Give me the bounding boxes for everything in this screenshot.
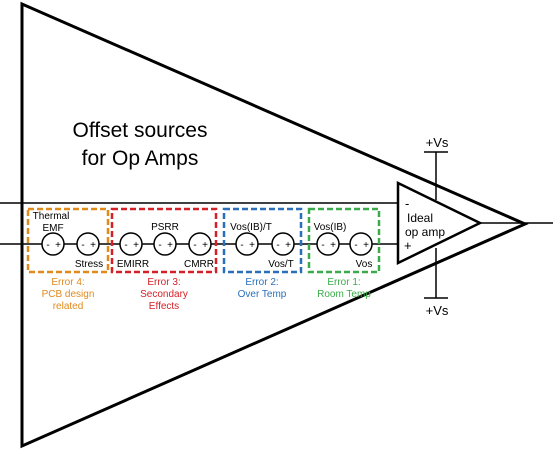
label-vos-ib: Vos(IB)	[314, 222, 347, 233]
error4-box	[26, 207, 110, 274]
label-cmrr: CMRR	[184, 259, 214, 270]
source-plus-sign: +	[202, 240, 208, 251]
source-minus-sign: -	[276, 240, 279, 251]
error1-caption-line2: Room Temp	[317, 289, 371, 300]
error1-caption-line1: Error 1:	[327, 277, 360, 288]
source-thermal-emf: - +	[41, 232, 65, 256]
bottom-supply-label: +Vs	[426, 303, 449, 318]
opamp-plus-sign: +	[404, 238, 412, 253]
source-vos-ib-t: - +	[235, 232, 259, 256]
title-line1: Offset sources	[72, 119, 207, 142]
source-plus-sign: +	[167, 240, 173, 251]
error4-caption-line3: related	[53, 301, 84, 312]
error4-caption-line2: PCB design	[42, 289, 95, 300]
error4-caption-line1: Error 4:	[51, 277, 84, 288]
source-minus-sign: -	[321, 240, 324, 251]
source-stress: - +	[76, 232, 100, 256]
label-emf: EMF	[42, 223, 63, 234]
source-minus-sign: -	[46, 240, 49, 251]
source-plus-sign: +	[249, 240, 255, 251]
label-vos-t: Vos/T	[268, 259, 294, 270]
source-vos: - +	[349, 232, 373, 256]
label-stress: Stress	[75, 259, 103, 270]
source-emirr: - +	[119, 232, 143, 256]
source-minus-sign: -	[124, 240, 127, 251]
opamp-label-line2: op amp	[405, 225, 445, 239]
top-supply-label: +Vs	[426, 135, 449, 150]
title-line2: for Op Amps	[82, 147, 199, 170]
source-minus-sign: -	[158, 240, 161, 251]
source-psrr: - +	[153, 232, 177, 256]
source-minus-sign: -	[354, 240, 357, 251]
source-minus-sign: -	[240, 240, 243, 251]
source-plus-sign: +	[90, 240, 96, 251]
source-minus-sign: -	[81, 240, 84, 251]
ideal-opamp-triangle	[396, 180, 483, 266]
opamp-label-line1: Ideal	[407, 211, 433, 225]
error3-caption-line2: Secondary	[140, 289, 188, 300]
source-plus-sign: +	[55, 240, 61, 251]
source-plus-sign: +	[133, 240, 139, 251]
error3-caption-line1: Error 3:	[147, 277, 180, 288]
source-vos-t: - +	[271, 232, 295, 256]
source-vos-ib: - +	[316, 232, 340, 256]
error2-box	[222, 207, 303, 274]
source-plus-sign: +	[363, 240, 369, 251]
error2-caption-line2: Over Temp	[238, 289, 287, 300]
error3-caption-line3: Effects	[149, 301, 179, 312]
source-minus-sign: -	[193, 240, 196, 251]
error3-box	[110, 207, 218, 274]
error1-box	[307, 207, 381, 274]
label-psrr: PSRR	[151, 222, 179, 233]
opamp-minus-sign: -	[405, 196, 409, 211]
label-vos: Vos	[356, 259, 373, 270]
source-plus-sign: +	[285, 240, 291, 251]
source-cmrr: - +	[188, 232, 212, 256]
label-thermal: Thermal	[33, 211, 70, 222]
label-vos-ib-t: Vos(IB)/T	[230, 222, 272, 233]
large-triangle	[20, 1, 529, 449]
label-emirr: EMIRR	[117, 259, 149, 270]
source-plus-sign: +	[330, 240, 336, 251]
error2-caption-line1: Error 2:	[245, 277, 278, 288]
